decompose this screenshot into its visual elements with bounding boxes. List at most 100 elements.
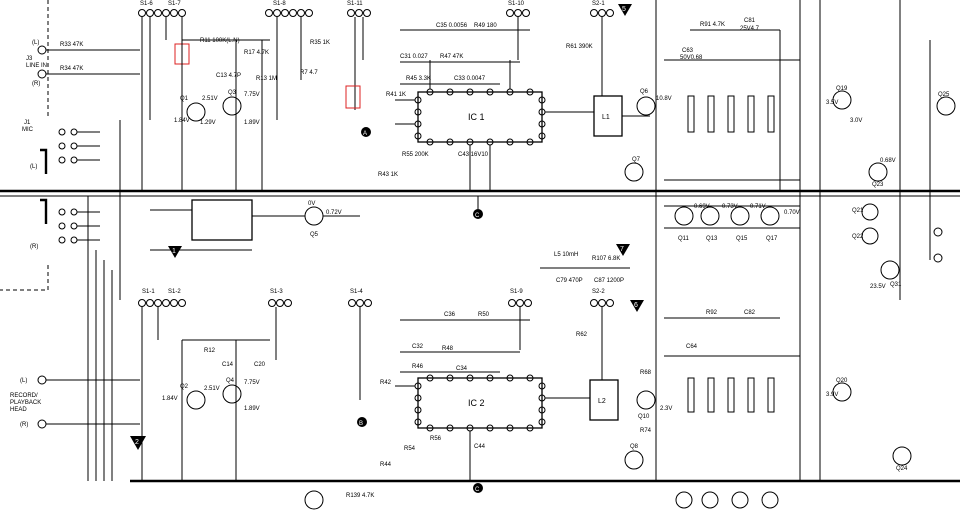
- jack-label: J3: [26, 56, 33, 62]
- jack-label: (R): [30, 244, 38, 250]
- part-label: R13 1M: [256, 76, 277, 82]
- part-label: C35 0.0056: [436, 23, 468, 29]
- voltage-label: 23.5V: [870, 284, 886, 290]
- l1-block: L1: [593, 95, 650, 137]
- part-label: R56: [430, 436, 442, 442]
- q6: Q6 10.8V: [636, 89, 672, 116]
- part-label: R12: [204, 348, 216, 354]
- transistor-label: Q1: [180, 96, 189, 102]
- marker-label: 1: [172, 248, 176, 255]
- transistor-label: Q21: [852, 208, 864, 214]
- part-label: C43 16V10: [458, 152, 489, 158]
- jack-label: (L): [20, 378, 27, 384]
- transistor-label: Q31: [890, 282, 902, 288]
- jack-label: J1: [24, 120, 31, 126]
- marker-1: 1: [168, 246, 182, 258]
- voltage-label: 7.75V: [244, 92, 260, 98]
- switch-label: S2-1: [592, 1, 605, 7]
- q7: Q7: [624, 157, 644, 182]
- part-label: R45 3.3K: [406, 76, 431, 82]
- ic2: IC 2: [395, 374, 590, 481]
- part-label: C44: [474, 444, 486, 450]
- marker-label: C: [475, 213, 480, 219]
- transistor-label: Q24: [896, 466, 908, 472]
- switch-label: S1-6: [140, 1, 153, 7]
- part-label: C81: [744, 18, 756, 24]
- part-label: R91 4.7K: [700, 22, 725, 28]
- voltage-label: 3.0V: [850, 118, 862, 124]
- ic1-surround-parts: C35 0.0056 R49 180 R47 47K C31 0.027 R45…: [378, 23, 593, 178]
- part-label: C32: [412, 344, 424, 350]
- part-label: 25V4.7: [740, 26, 760, 32]
- part-label: R68: [640, 370, 652, 376]
- q11-q17-row: Q11 Q13 Q15 Q17 0.69V 0.73V 0.71V 0.70V: [664, 204, 800, 242]
- part-label: R44: [380, 462, 392, 468]
- ic-label: L1: [602, 114, 610, 121]
- part-label: R35 1K: [310, 40, 330, 46]
- part-label: C33 0.0047: [454, 76, 486, 82]
- right-column-top: Q19 3.5V 3.0V Q25 Q23 0.68V Q21 Q22 Q31 …: [819, 0, 956, 480]
- ic-label: IC 1: [468, 112, 485, 122]
- part-label: R62: [576, 332, 588, 338]
- voltage-label: 1.84V: [174, 118, 190, 124]
- voltage-label: 0.69V: [694, 204, 710, 210]
- q8-q10: Q8 Q10 2.3V R68 R74 C64: [624, 344, 698, 470]
- part-label: R92: [706, 310, 718, 316]
- voltage-label: 0.70V: [784, 210, 800, 216]
- enclosure-outline: [0, 0, 49, 291]
- transistor-label: Q25: [938, 92, 950, 98]
- jack-label: (R): [20, 422, 28, 428]
- part-label: R50: [478, 312, 490, 318]
- marker-b: B: [357, 417, 367, 427]
- voltage-label: 2.51V: [204, 386, 220, 392]
- voltage-label: 0V: [308, 201, 315, 207]
- part-label: C82: [744, 310, 756, 316]
- part-label: 50V0.68: [680, 55, 703, 61]
- voltage-label: 2.51V: [202, 96, 218, 102]
- mic-jack: J1 MIC (L) (R): [22, 120, 100, 250]
- jack-label: (L): [32, 40, 39, 46]
- part-label: R54: [404, 446, 416, 452]
- part-label: R139 4.7K: [346, 493, 374, 499]
- voltage-label: 1.89V: [244, 120, 260, 126]
- marker-label: C: [475, 487, 480, 493]
- voltage-label: 7.75V: [244, 380, 260, 386]
- transistor-label: Q22: [852, 234, 864, 240]
- part-label: R74: [640, 428, 652, 434]
- voltage-label: 0.72V: [326, 210, 342, 216]
- part-label: R55 200K: [402, 152, 429, 158]
- jack-label: LINE IN: [26, 63, 47, 69]
- part-label: R48: [442, 346, 454, 352]
- part-label: R49 180: [474, 23, 497, 29]
- part-label: R107 6.8K: [592, 256, 620, 262]
- marker-label: 2: [135, 439, 139, 446]
- head-label: RECORD/: [10, 393, 38, 399]
- switch-label: S2-2: [592, 289, 605, 295]
- transistor-label: Q6: [640, 89, 649, 95]
- part-label: R43 1K: [378, 172, 398, 178]
- voltage-label: 3.5V: [826, 100, 838, 106]
- switch-label: S1-2: [168, 289, 181, 295]
- voltage-label: 3.9V: [826, 392, 838, 398]
- transistor-label: Q4: [226, 378, 235, 384]
- bottom-preamp: R12 C14 C20 Q2 1.84V 2.51V Q4 7.75V 1.89…: [162, 339, 374, 510]
- head-label: HEAD: [10, 407, 27, 413]
- part-label: C36: [444, 312, 456, 318]
- part-label: R33 47K: [60, 42, 83, 48]
- jack-label: (R): [32, 81, 40, 87]
- marker-6: 6: [630, 300, 644, 312]
- part-label: R41 1K: [386, 92, 406, 98]
- switch-label: S1-9: [510, 289, 523, 295]
- transistor-label: Q8: [630, 444, 639, 450]
- marker-label: 5: [622, 6, 626, 13]
- transistor-label: Q10: [638, 414, 650, 420]
- marker-c-bottom: C: [473, 483, 483, 493]
- part-label: C31 0.027: [400, 54, 428, 60]
- ic-label: L2: [598, 398, 606, 405]
- part-label: C20: [254, 362, 266, 368]
- marker-label: 6: [634, 302, 638, 309]
- part-label: R17 4.7K: [244, 50, 269, 56]
- switch-label: S1-7: [168, 1, 181, 7]
- part-label: R11 100K(L.N): [200, 38, 240, 44]
